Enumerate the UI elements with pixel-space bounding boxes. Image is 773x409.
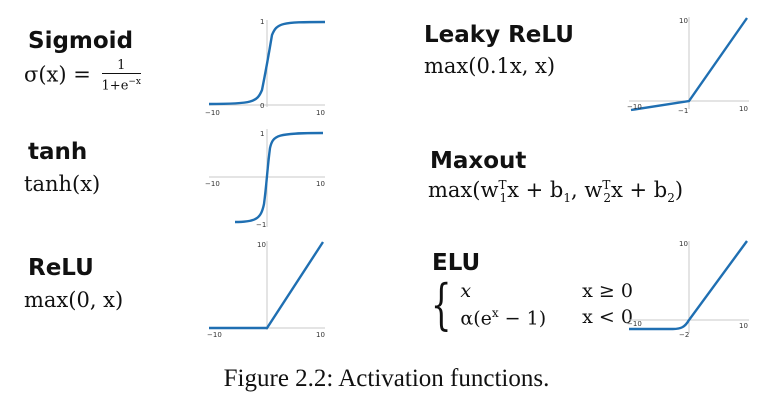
tick-label: 1 xyxy=(260,18,264,26)
leaky-relu-title: Leaky ReLU xyxy=(424,22,574,48)
relu-curve xyxy=(209,241,325,330)
maxout-part: x + b xyxy=(507,178,564,202)
tick-label: 10 xyxy=(316,109,325,117)
maxout-part: ) xyxy=(674,178,684,202)
relu-plot: −10 10 10 xyxy=(207,241,325,339)
elu-brace: { xyxy=(430,273,452,336)
elu-case1-expr: x xyxy=(460,280,472,303)
maxout-sub: 1 xyxy=(499,191,508,206)
sigmoid-fraction: 1 1+e−x xyxy=(101,58,142,94)
tick-label: 10 xyxy=(679,17,688,25)
maxout-sub: 2 xyxy=(667,191,675,206)
elu-title: ELU xyxy=(432,250,481,276)
leaky-relu-curve xyxy=(630,17,748,112)
relu-formula: max(0, x) xyxy=(24,288,124,312)
tick-label: 10 xyxy=(679,240,688,248)
tick-label: −10 xyxy=(205,180,220,188)
sigmoid-curve xyxy=(208,20,326,106)
leaky-relu-plot: −10 10 10 −1 xyxy=(627,17,749,115)
tick-label: −1 xyxy=(256,221,266,229)
sigmoid-numerator: 1 xyxy=(101,58,142,74)
maxout-sup: T xyxy=(498,178,507,192)
maxout-sub: 2 xyxy=(603,191,611,206)
maxout-title: Maxout xyxy=(430,148,527,174)
relu-title: ReLU xyxy=(28,255,94,281)
tick-label: 10 xyxy=(316,180,325,188)
tick-label: 10 xyxy=(739,322,748,330)
elu-case2-cond: x < 0 xyxy=(582,306,633,329)
sigmoid-title: Sigmoid xyxy=(28,28,134,54)
leaky-relu-formula: max(0.1x, x) xyxy=(424,54,556,78)
tick-label: 0 xyxy=(260,102,264,110)
tick-label: 1 xyxy=(260,130,264,138)
tick-label: −1 xyxy=(678,107,688,115)
sigmoid-plot: −10 10 1 0 xyxy=(205,18,326,117)
sigmoid-lhs: σ(x) = xyxy=(24,62,91,87)
tanh-formula: tanh(x) xyxy=(24,172,101,196)
tick-label: 10 xyxy=(739,105,748,113)
tanh-title: tanh xyxy=(28,139,88,165)
tick-label: −2 xyxy=(679,331,689,339)
elu-curve xyxy=(629,240,748,331)
maxout-formula: max(wT1x + b1, wT2x + b2) xyxy=(428,178,683,205)
sigmoid-den-exp: −x xyxy=(128,77,142,87)
maxout-sup: T xyxy=(602,178,611,192)
maxout-part: max(w xyxy=(428,178,499,202)
elu-case2-expr: α(ex − 1) xyxy=(460,306,547,330)
tick-label: −10 xyxy=(627,320,642,328)
elu-plot: −10 10 10 −2 xyxy=(627,240,749,339)
tanh-curve xyxy=(234,131,324,224)
tanh-plot: −10 10 1 −1 xyxy=(205,129,325,229)
tick-label: −10 xyxy=(207,331,222,339)
elu-formula: { x x ≥ 0 α(ex − 1) x < 0 xyxy=(424,278,633,332)
elu-case1-cond: x ≥ 0 xyxy=(582,280,633,303)
tick-label: −10 xyxy=(627,103,642,111)
maxout-part: x + b xyxy=(610,178,668,202)
elu-cases: x x ≥ 0 α(ex − 1) x < 0 xyxy=(460,280,633,329)
maxout-part: , w xyxy=(570,178,603,202)
tick-label: 10 xyxy=(257,241,266,249)
sigmoid-formula: σ(x) = 1 1+e−x xyxy=(24,58,142,94)
sigmoid-den-base: 1+e xyxy=(101,78,129,94)
tick-label: −10 xyxy=(205,109,220,117)
figure-caption: Figure 2.2: Activation functions. xyxy=(223,365,550,392)
sigmoid-denominator: 1+e−x xyxy=(102,74,141,94)
tick-label: 10 xyxy=(316,331,325,339)
maxout-sub: 1 xyxy=(563,191,571,206)
